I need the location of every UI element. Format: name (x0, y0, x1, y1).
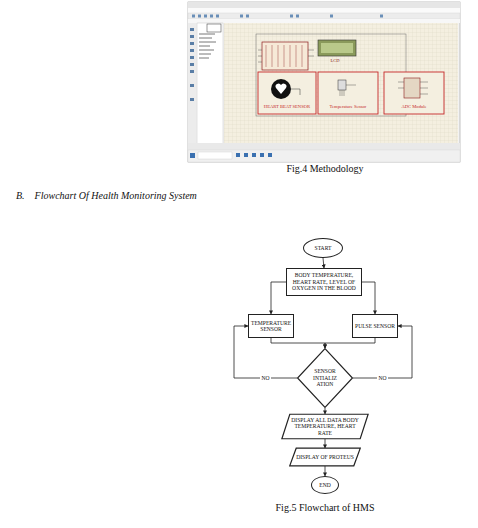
node-text: DISPLAY ALL DATA BODY TEMPERATURE, HEART… (289, 417, 361, 436)
edge-label: NO (260, 375, 270, 381)
terminal-oval: START (303, 238, 343, 258)
terminal-oval: END (311, 476, 339, 494)
process-box: BODY TEMPERATURE, HEART RATE, LEVEL OF O… (286, 268, 362, 296)
node-text: DISPLAY OF PROTEUS (296, 454, 354, 460)
component-label: Temperature Sensor (330, 104, 367, 109)
node-text: END (312, 482, 338, 488)
process-box: PULSE SENSOR (352, 314, 398, 338)
flow-connector (325, 439, 326, 448)
figure-caption: Fig.4 Methodology (286, 163, 363, 174)
node-text: START (305, 245, 341, 251)
io-parallelogram: DISPLAY ALL DATA BODY TEMPERATURE, HEART… (281, 414, 369, 439)
section-heading: B. Flowchart Of Health Monitoring System (16, 190, 197, 201)
flow-connector (325, 466, 326, 476)
decision-diamond: SENSOR INTIALIZ ATION (297, 348, 353, 408)
node-text: PULSE SENSOR (355, 323, 395, 329)
node-text: TEMPERATURE SENSOR (251, 320, 291, 333)
flow-connector (325, 338, 375, 348)
node-text: SENSOR INTIALIZ ATION (310, 368, 340, 387)
flow-connector (325, 408, 326, 414)
node-text: BODY TEMPERATURE, HEART RATE, LEVEL OF O… (289, 272, 359, 291)
edge-label: NO (377, 375, 387, 381)
io-parallelogram: DISPLAY OF PROTEUS (289, 448, 361, 466)
flow-connector (323, 258, 324, 268)
flow-connector (271, 338, 325, 348)
process-box: TEMPERATURE SENSOR (248, 314, 294, 338)
component-label: ADC Module (401, 104, 426, 109)
flow-connector (271, 282, 286, 314)
component-label: HEART BEAT SENSOR (264, 104, 310, 109)
component-label: LCD (331, 58, 340, 63)
flow-connector (362, 282, 375, 314)
figure-caption: Fig.5 Flowchart of HMS (276, 502, 375, 513)
